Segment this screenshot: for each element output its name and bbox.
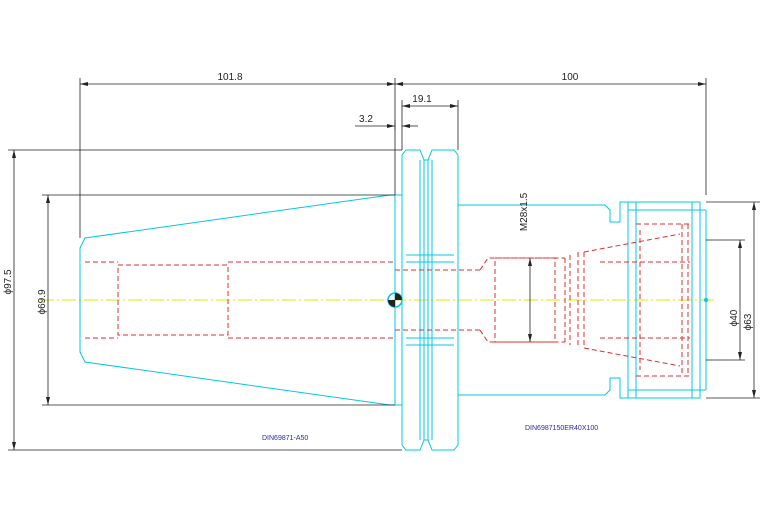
center-marker-icon	[387, 292, 403, 308]
end-point-marker	[704, 298, 708, 302]
dim-overall-left: 101.8	[217, 72, 242, 83]
note-right-standard: DIN6987150ER40X100	[525, 425, 598, 432]
dim-collet-diameter: ϕ40	[729, 309, 740, 326]
dim-flange-width: 19.1	[412, 94, 432, 105]
dimension-lines	[8, 78, 760, 451]
hidden-lines	[85, 223, 692, 377]
dim-thread: M28x1.5	[519, 192, 530, 231]
holder-outline	[79, 149, 707, 451]
dim-taper-diameter: ϕ69.9	[37, 289, 48, 315]
dim-flange-offset: 3.2	[359, 114, 373, 125]
dim-overall-right: 100	[562, 72, 579, 83]
note-left-standard: DIN69871-A50	[262, 435, 308, 442]
dim-outer-diameter-left: ϕ97.5	[3, 269, 14, 295]
dim-nut-diameter: ϕ63	[743, 313, 754, 330]
dimension-arrows	[12, 82, 756, 450]
